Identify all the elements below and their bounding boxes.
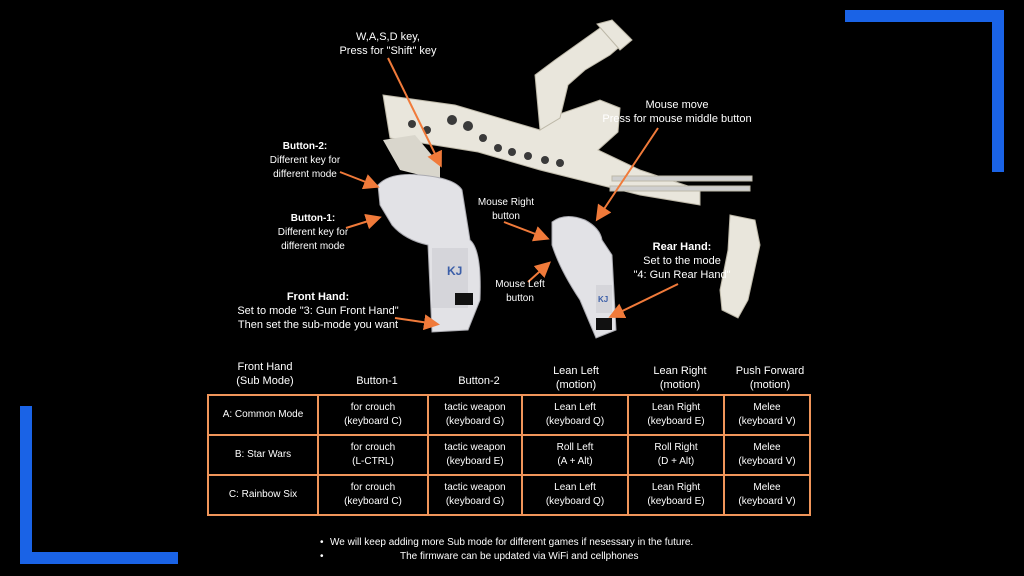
footer-notes: •We will keep adding more Sub mode for d… — [320, 536, 694, 564]
table-row: A: Common Mode for crouch(keyboard C) ta… — [207, 394, 811, 436]
table-cell: A: Common Mode — [207, 394, 319, 436]
table-cell: B: Star Wars — [207, 434, 319, 476]
header-lean-left: Lean Left (motion) — [553, 365, 599, 391]
table-cell: Lean Left(keyboard Q) — [521, 474, 629, 516]
table-cell: Roll Left(A + Alt) — [521, 434, 629, 476]
front-hand-grip: KJ — [377, 135, 481, 333]
rear-grip-logo: KJ — [598, 295, 608, 304]
front-grip-logo: KJ — [447, 264, 462, 278]
table-cell: C: Rainbow Six — [207, 474, 319, 516]
table-cell: Melee(keyboard V) — [723, 434, 811, 476]
sub-mode-table: A: Common Mode for crouch(keyboard C) ta… — [207, 394, 811, 516]
rear-hand-grip: KJ — [551, 216, 617, 339]
table-cell: for crouch(L-CTRL) — [317, 434, 429, 476]
table-cell: Lean Right(keyboard E) — [627, 394, 725, 436]
table-cell: Lean Left(keyboard Q) — [521, 394, 629, 436]
mouse-move-label: Mouse move Press for mouse middle button — [602, 99, 752, 125]
wasd-key-label: W,A,S,D key, Press for "Shift" key — [339, 31, 437, 57]
header-lean-right: Lean Right (motion) — [653, 365, 707, 391]
table-row: C: Rainbow Six for crouch(keyboard C) ta… — [207, 474, 811, 516]
button-1-label: Button-1: Different key for different mo… — [277, 213, 349, 252]
button-2-label: Button-2: Different key for different mo… — [269, 141, 341, 180]
table-cell: for crouch(keyboard C) — [317, 474, 429, 516]
header-front-hand: Front Hand (Sub Mode) — [236, 361, 294, 387]
table-cell: Melee(keyboard V) — [723, 474, 811, 516]
table-cell: Melee(keyboard V) — [723, 394, 811, 436]
table-cell: Roll Right(D + Alt) — [627, 434, 725, 476]
table-cell: tactic weapon(keyboard G) — [427, 474, 523, 516]
note-item: •The firmware can be updated via WiFi an… — [320, 551, 639, 562]
mouse-right-label: Mouse Right button — [477, 197, 535, 222]
header-button-2: Button-2 — [458, 375, 500, 387]
table-cell: tactic weapon(keyboard E) — [427, 434, 523, 476]
header-push-forward: Push Forward (motion) — [735, 365, 805, 391]
table-row: B: Star Wars for crouch(L-CTRL) tactic w… — [207, 434, 811, 476]
front-hand-label: Front Hand: Set to mode "3: Gun Front Ha… — [237, 291, 399, 331]
note-item: •We will keep adding more Sub mode for d… — [320, 537, 694, 548]
rear-hand-label: Rear Hand: Set to the mode "4: Gun Rear … — [633, 241, 731, 281]
header-button-1: Button-1 — [356, 375, 398, 387]
mouse-left-label: Mouse Left button — [495, 279, 545, 304]
table-cell: tactic weapon(keyboard G) — [427, 394, 523, 436]
table-cell: for crouch(keyboard C) — [317, 394, 429, 436]
gun-frame — [382, 19, 761, 319]
table-cell: Lean Right(keyboard E) — [627, 474, 725, 516]
